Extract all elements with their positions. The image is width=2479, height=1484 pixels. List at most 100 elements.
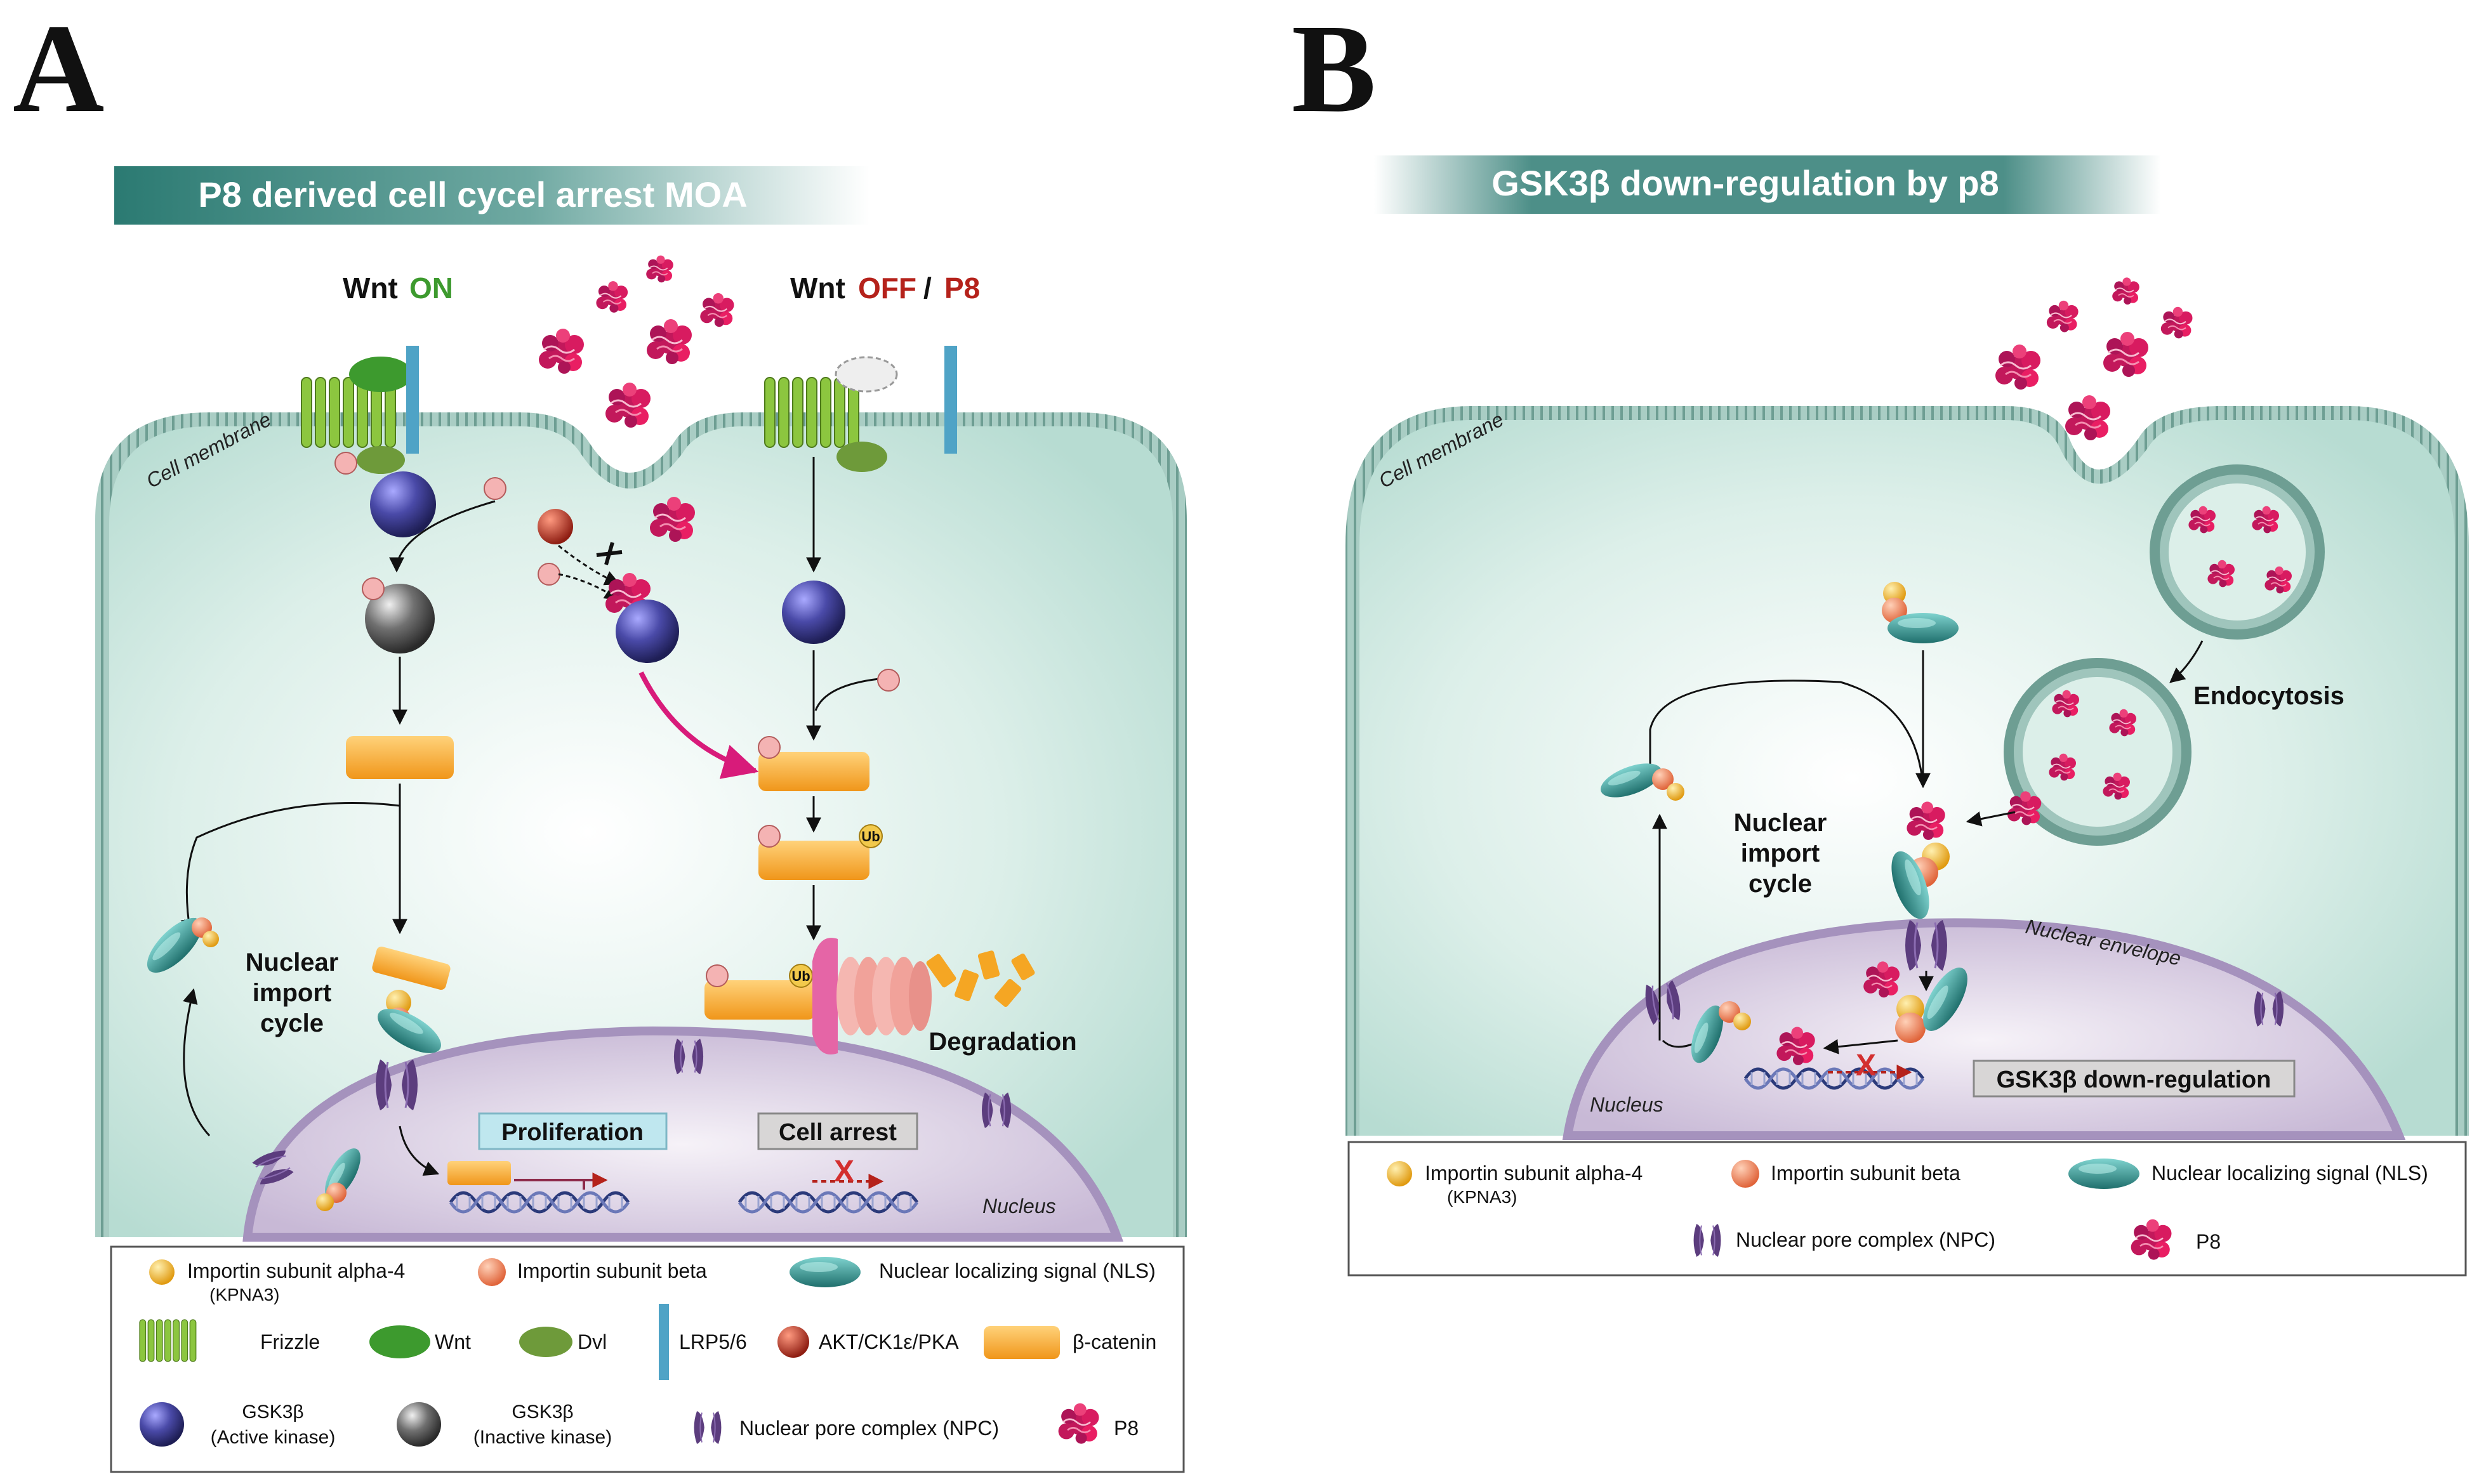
p8-icon [2046, 299, 2079, 333]
downregulation-label: GSK3β down-regulation [1997, 1067, 2271, 1093]
p8-to-catenin-arrow [638, 671, 759, 779]
panel-b-legend [1347, 1141, 2467, 1277]
p8-icon [604, 381, 652, 429]
panel-a-nucleus [242, 1026, 1124, 1242]
nuclear-import-line-2: import [253, 979, 331, 1007]
gsk3b-active-icon [782, 581, 845, 644]
endocytosis-label: Endocytosis [2193, 682, 2344, 710]
legend-importin-alpha: Importin subunit alpha-4 [187, 1259, 405, 1282]
dvl-icon [357, 446, 405, 474]
legend-bcatenin: β-catenin [1073, 1330, 1156, 1353]
panel-a-letter: A [13, 0, 104, 139]
legend-lrp: LRP5/6 [679, 1330, 747, 1353]
wnt-ligand-icon [369, 1325, 430, 1358]
absent-wnt-ligand-icon [835, 356, 898, 393]
legend-a-row-3: GSK3β (Active kinase) GSK3β (Inactive ki… [140, 1402, 1139, 1448]
beta-catenin-icon [372, 946, 451, 990]
legend-nls: Nuclear localizing signal (NLS) [879, 1259, 1156, 1282]
legend-importin-beta: Importin subunit beta [517, 1259, 707, 1282]
nuclear-import-line-3: cycle [260, 1009, 324, 1037]
wnt-on-state: ON [409, 272, 453, 305]
panel-a-legend [110, 1245, 1185, 1473]
wnt-on-prefix: Wnt [343, 272, 398, 305]
panel-b: B GSK3β down-regulation by p8 Cell membr… [1292, 0, 2469, 1277]
importin-beta-icon [1895, 1013, 1926, 1043]
nls-icon [790, 1257, 861, 1287]
endosome-vesicle [2150, 464, 2325, 640]
akt-kinase-icon [777, 1326, 809, 1358]
downregulation-box [1973, 1060, 2296, 1098]
legend-p8: P8 [1114, 1417, 1139, 1440]
p8-icon [2160, 306, 2193, 339]
frizzle-receptor-icon [764, 377, 859, 448]
phospho-icon [706, 964, 729, 987]
p8-icon [699, 292, 735, 328]
wnt-off-prefix: Wnt [790, 272, 845, 305]
p8-icon [538, 327, 585, 375]
importin-alpha-icon [1667, 783, 1684, 801]
p8-icon [2102, 331, 2150, 378]
gsk3b-active-icon [140, 1402, 184, 1447]
degraded-fragments-icon [926, 950, 1035, 1008]
gsk3b-inactive-icon [365, 584, 435, 653]
legend-wnt: Wnt [435, 1330, 471, 1353]
importin-alpha-icon [1883, 582, 1906, 605]
p8-icon [595, 280, 629, 313]
proteasome-icon [812, 938, 932, 1054]
lrp-coreceptor-icon [659, 1304, 669, 1380]
panel-a-title: P8 derived cell cycel arrest MOA [198, 174, 747, 214]
panel-b-title: GSK3β down-regulation by p8 [1491, 163, 1999, 203]
beta-catenin-icon [758, 752, 869, 791]
importin-alpha-icon [202, 931, 219, 947]
legend-b-importin-alpha: Importin subunit alpha-4 [1425, 1162, 1643, 1185]
ubiquitin-label: Ub [861, 829, 880, 844]
legend-b-npc: Nuclear pore complex (NPC) [1736, 1228, 1995, 1251]
importin-alpha-icon [1733, 1013, 1751, 1030]
nuclear-import-b-line-1: Nuclear [1734, 809, 1827, 837]
legend-dvl: Dvl [578, 1330, 607, 1353]
legend-a-row-1: Importin subunit alpha-4 (KPNA3) Importi… [149, 1257, 1156, 1304]
panel-b-title-bar [1374, 155, 2161, 214]
cell-arrest-label: Cell arrest [779, 1119, 897, 1146]
legend-npc: Nuclear pore complex (NPC) [739, 1417, 999, 1440]
cell-arrest-box [757, 1112, 918, 1150]
beta-catenin-icon [346, 736, 454, 779]
ubiquitin-label: Ub [791, 968, 810, 984]
beta-catenin-icon [447, 1161, 511, 1185]
dvl-icon [519, 1327, 572, 1357]
importin-alpha-icon [386, 990, 411, 1015]
phospho-icon [484, 477, 506, 500]
panel-a-nucleus-label: Nucleus [982, 1195, 1056, 1218]
legend-gsk-active-sub: (Active kinase) [211, 1427, 336, 1448]
frizzle-receptor-icon [139, 1319, 197, 1362]
legend-importin-alpha-sub: (KPNA3) [209, 1285, 279, 1304]
legend-gsk-inactive: GSK3β [512, 1402, 573, 1422]
phospho-icon [334, 452, 357, 475]
panel-a-title-bar [114, 166, 869, 225]
nuclear-import-b-line-3: cycle [1749, 870, 1812, 898]
gsk3b-active-icon [370, 471, 436, 537]
phospho-icon [758, 825, 781, 848]
p8-icon [2064, 394, 2112, 442]
importin-alpha-icon [316, 1193, 334, 1211]
panel-b-nucleus-label: Nucleus [1590, 1093, 1663, 1116]
nls-icon [2068, 1159, 2139, 1189]
wnt-off-sep: / [923, 272, 932, 305]
legend-gsk-active: GSK3β [242, 1402, 303, 1422]
p8-icon [2112, 277, 2140, 305]
wnt-off-state: OFF [858, 272, 916, 305]
p8-icon [1994, 343, 2042, 391]
beta-catenin-icon [758, 841, 869, 880]
importin-beta-icon [478, 1258, 506, 1286]
proliferation-label: Proliferation [501, 1119, 644, 1146]
legend-b-importin-alpha-sub: (KPNA3) [1447, 1187, 1517, 1207]
legend-a-row-2: Frizzle Wnt Dvl LRP5/6 AKT/CK1ε/PKA β-ca… [139, 1304, 1156, 1380]
legend-gsk-inactive-sub: (Inactive kinase) [473, 1427, 612, 1448]
nuclear-import-line-1: Nuclear [246, 949, 339, 976]
p8-icon [645, 254, 674, 284]
legend-b-p8: P8 [2196, 1230, 2221, 1253]
panel-b-letter: B [1292, 0, 1376, 139]
proliferation-box [478, 1112, 668, 1150]
importin-alpha-icon [149, 1259, 175, 1285]
